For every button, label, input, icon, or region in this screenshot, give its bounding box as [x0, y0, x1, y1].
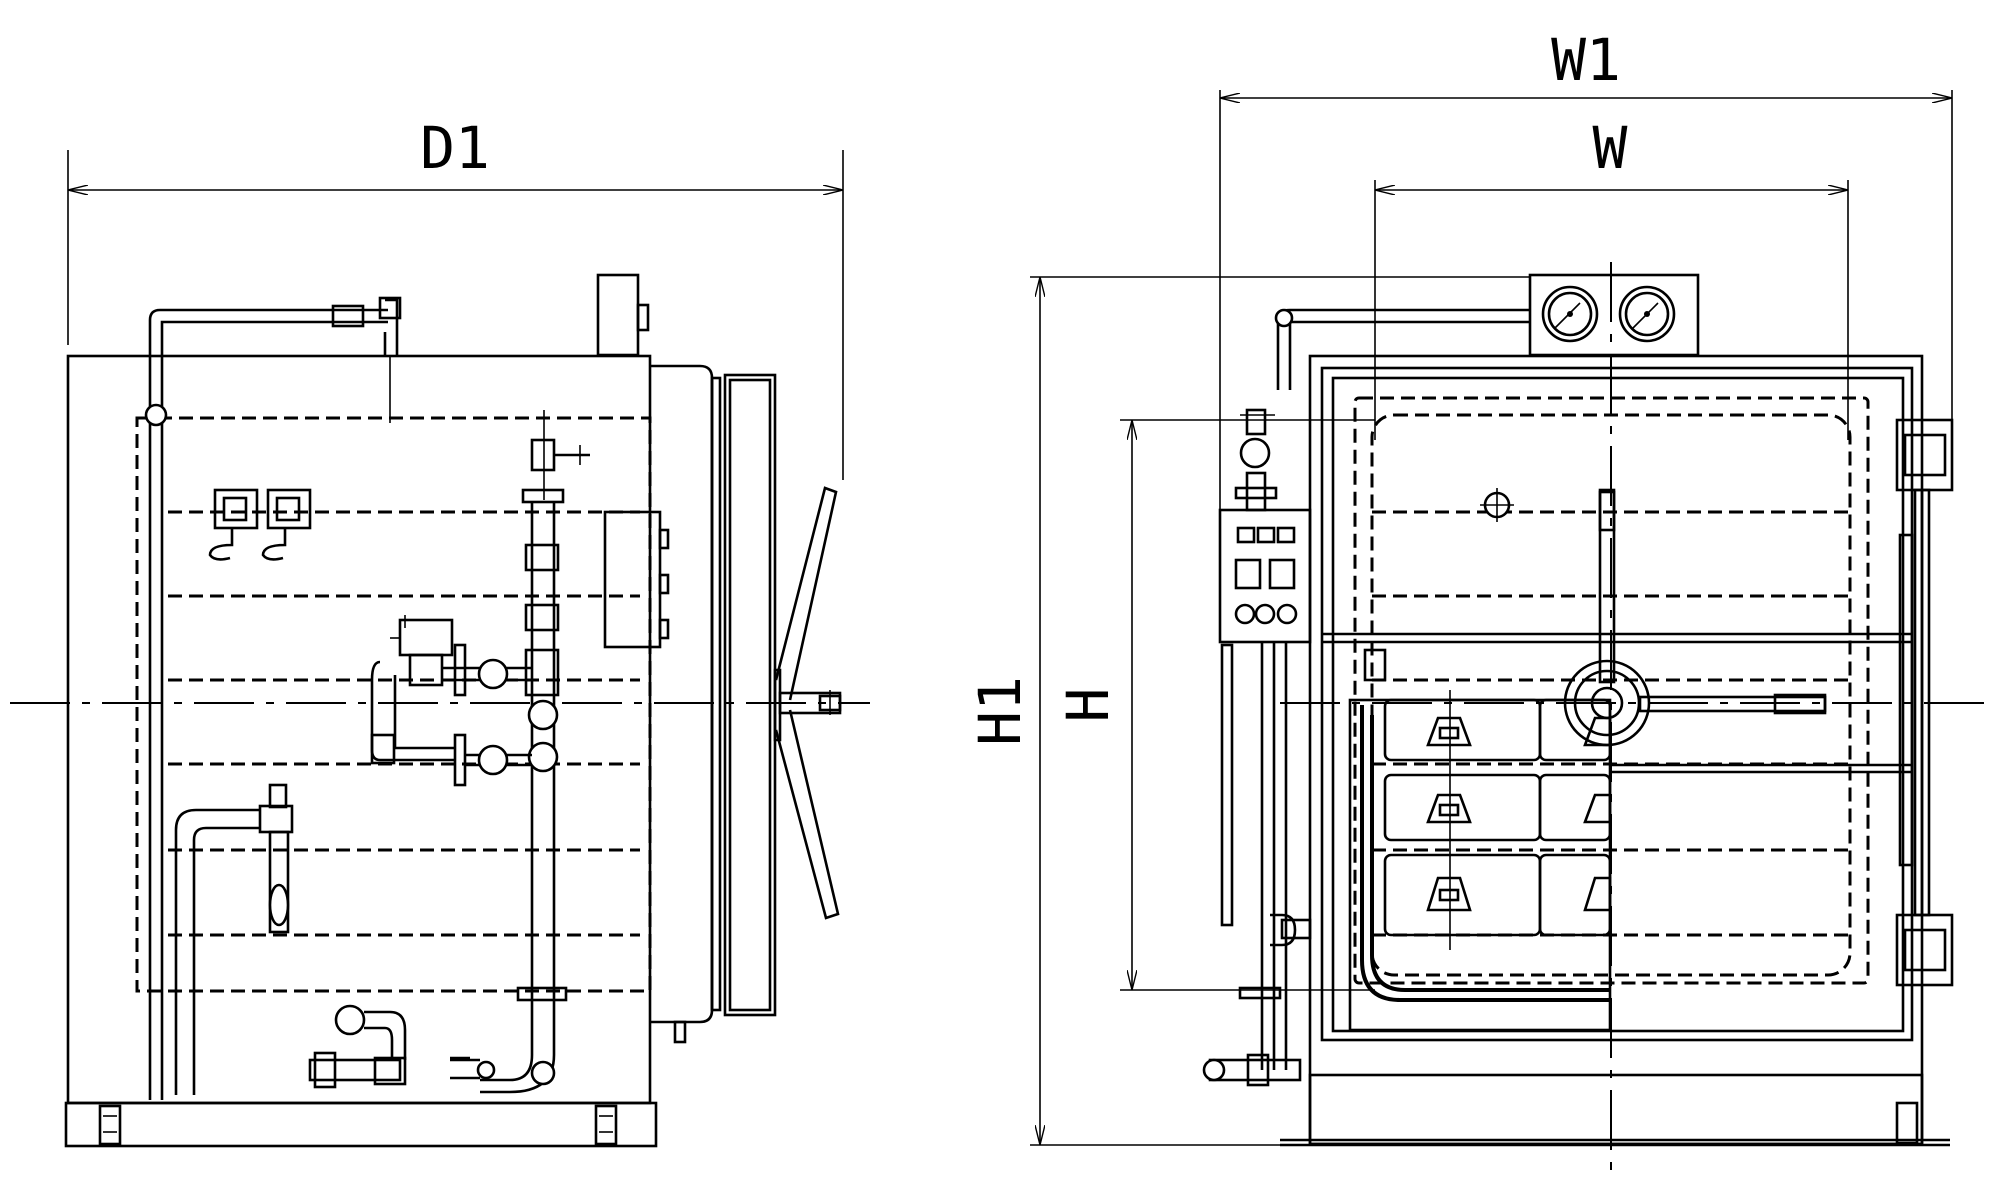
dimension-h: H	[1054, 419, 1375, 991]
handwheel-front	[1480, 488, 1827, 747]
drain-pipes	[174, 783, 294, 1095]
door-frame-side	[650, 364, 777, 1044]
dimension-label-w1: W1	[1551, 26, 1621, 94]
inner-chamber-outline	[1353, 396, 1870, 985]
handwheel-side	[773, 486, 842, 920]
side-control-box	[603, 510, 662, 649]
internal-shelves	[135, 416, 652, 993]
left-valve-stack	[1202, 408, 1312, 1087]
side-view: D1	[10, 114, 870, 1148]
solenoid-valves	[208, 488, 312, 561]
dimension-label-h: H	[1054, 688, 1122, 723]
dimension-w1: W1	[1219, 26, 1953, 520]
dimension-label-w: W	[1593, 114, 1628, 182]
top-box	[596, 273, 640, 357]
dimension-label-d1: D1	[420, 114, 490, 182]
gauge-panel	[1528, 273, 1700, 357]
base-frame	[64, 1101, 658, 1148]
bottom-valves	[308, 1004, 496, 1089]
dimension-h1: H1	[966, 276, 1530, 1146]
door-hinges	[1895, 418, 1954, 987]
dimension-label-h1: H1	[966, 676, 1034, 746]
gauge-right-icon	[1644, 311, 1650, 317]
open-door-section	[1348, 648, 1612, 1032]
dimension-w: W	[1374, 114, 1849, 440]
control-box-front	[1218, 508, 1312, 644]
valve-assembly	[370, 615, 532, 787]
gauge-left-icon	[1567, 311, 1573, 317]
vertical-pipe-right	[480, 410, 590, 1094]
top-pipe	[144, 296, 402, 1100]
front-body	[1308, 354, 1924, 1146]
front-view: W1 W H1 H	[966, 26, 1985, 1175]
dimension-d1: D1	[67, 114, 844, 480]
